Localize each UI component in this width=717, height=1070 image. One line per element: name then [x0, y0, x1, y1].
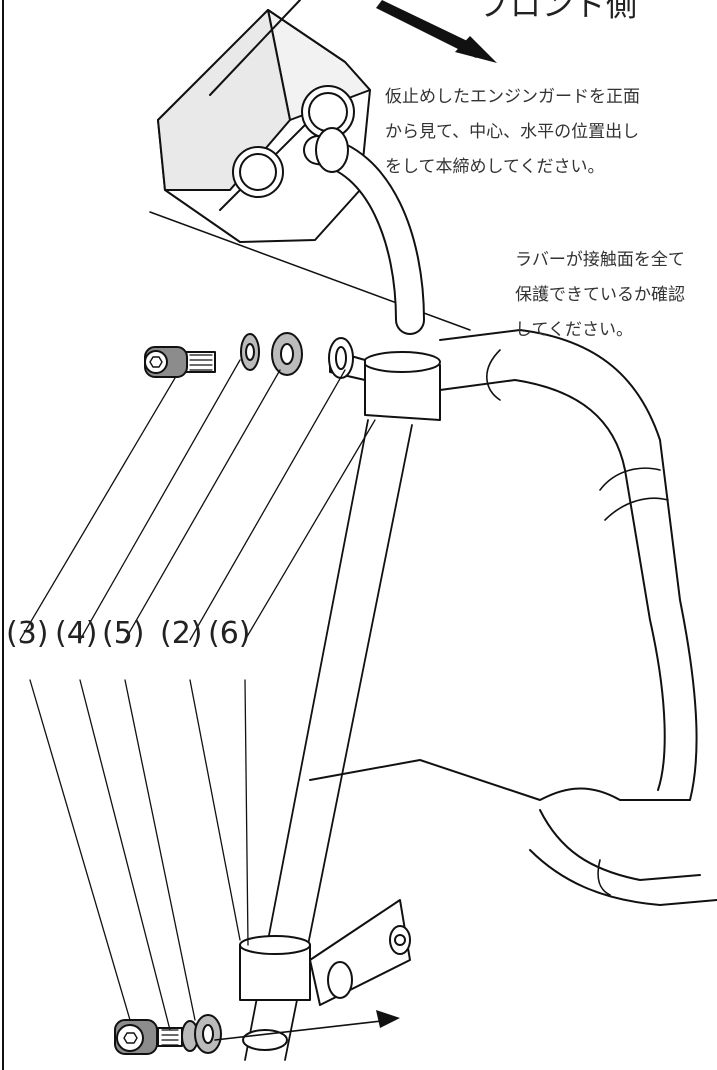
alignment-note-line: をして本締めしてください。 [385, 157, 605, 177]
part-label-5: (5) [102, 616, 145, 651]
rubber-note-line: 保護できているか確認 [515, 285, 685, 305]
part-label-3: (3) [6, 616, 49, 651]
rubber-note-line: ラバーが接触面を全て [515, 250, 685, 270]
upper-clamp [328, 337, 441, 421]
page-border [2, 0, 4, 1070]
alignment-note-line: 仮止めしたエンジンガードを正面 [385, 87, 640, 107]
leader-lines [19, 359, 376, 1031]
rubber-note: ラバーが接触面を全て 保護できているか確認 してください。 [515, 243, 685, 348]
rubber-note-line: してください。 [515, 320, 633, 340]
alignment-note-line: から見て、中心、水平の位置出し [385, 122, 640, 142]
arrow-heads [376, 0, 497, 1028]
mount-block [157, 0, 371, 243]
part-label-4: (4) [55, 616, 98, 651]
alignment-note: 仮止めしたエンジンガードを正面 から見て、中心、水平の位置出し をして本締めして… [385, 80, 640, 185]
front-side-label: フロント側 [478, 0, 638, 24]
part-label-6: (6) [208, 616, 251, 651]
upper-hardware [144, 332, 303, 378]
lower-clamp [239, 899, 411, 1006]
part-label-2: (2) [160, 616, 203, 651]
lower-hardware [114, 1014, 222, 1055]
